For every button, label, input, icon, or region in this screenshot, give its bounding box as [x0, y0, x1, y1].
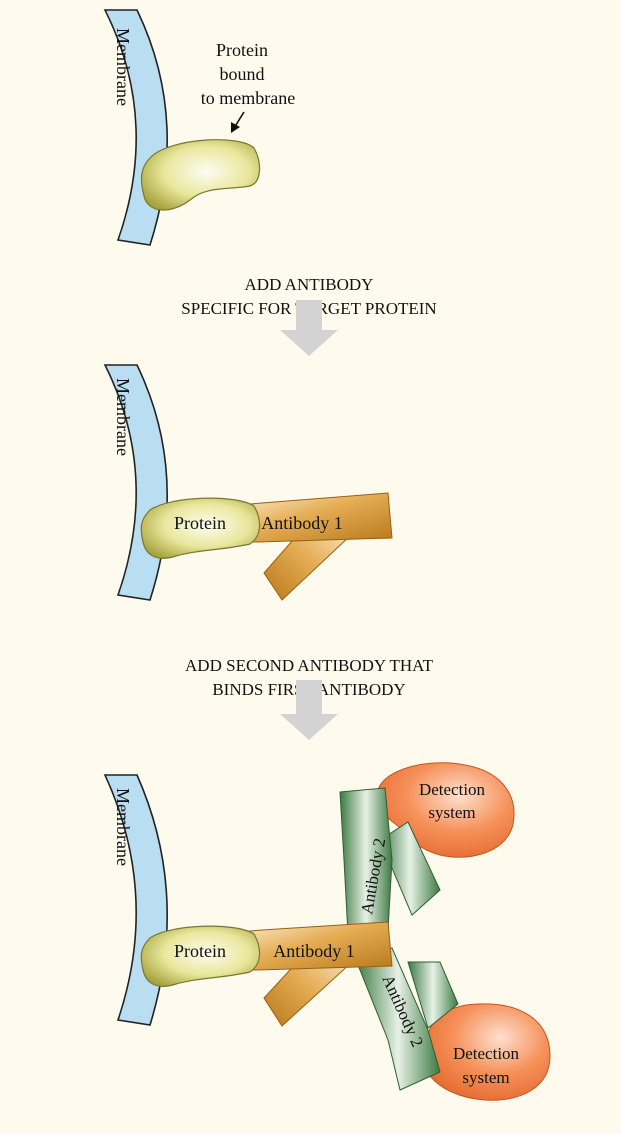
- detection-top-line-1: Detection: [419, 780, 486, 799]
- instruction-2-line-1: ADD SECOND ANTIBODY THAT: [185, 656, 434, 675]
- down-arrow-icon: [280, 680, 338, 740]
- protein: [140, 139, 261, 211]
- detection-bottom-line-1: Detection: [453, 1044, 520, 1063]
- antibody-1-label: Antibody 1: [261, 513, 343, 533]
- membrane-label: Membrane: [113, 378, 133, 456]
- callout-line-3: to membrane: [201, 88, 295, 108]
- down-arrow-icon: [280, 300, 338, 356]
- antibody-2-bottom: [355, 947, 441, 1091]
- antibody-2-top-arm: [379, 821, 441, 916]
- protein-label: Protein: [174, 941, 226, 961]
- callout-line-2: bound: [220, 64, 265, 84]
- callout-arrow-icon: [231, 111, 245, 133]
- detection-bottom-line-2: system: [462, 1068, 509, 1087]
- step1: Membrane Protein bound to membrane: [103, 9, 295, 246]
- step2: Membrane Protein Antibody 1: [103, 364, 393, 601]
- step3: Membrane Detection system Antibody 2 Det…: [103, 762, 551, 1101]
- protein-callout: Protein bound to membrane: [201, 40, 295, 108]
- protein-label: Protein: [174, 513, 226, 533]
- protein: [140, 925, 261, 987]
- membrane-label: Membrane: [113, 788, 133, 866]
- membrane-label: Membrane: [113, 28, 133, 106]
- callout-line-1: Protein: [216, 40, 268, 60]
- instruction-1-line-1: ADD ANTIBODY: [245, 275, 374, 294]
- detection-top-line-2: system: [428, 803, 475, 822]
- antibody-2-bottom-arm: [407, 961, 459, 1029]
- antibody-1-label: Antibody 1: [273, 941, 355, 961]
- protein: [140, 497, 261, 559]
